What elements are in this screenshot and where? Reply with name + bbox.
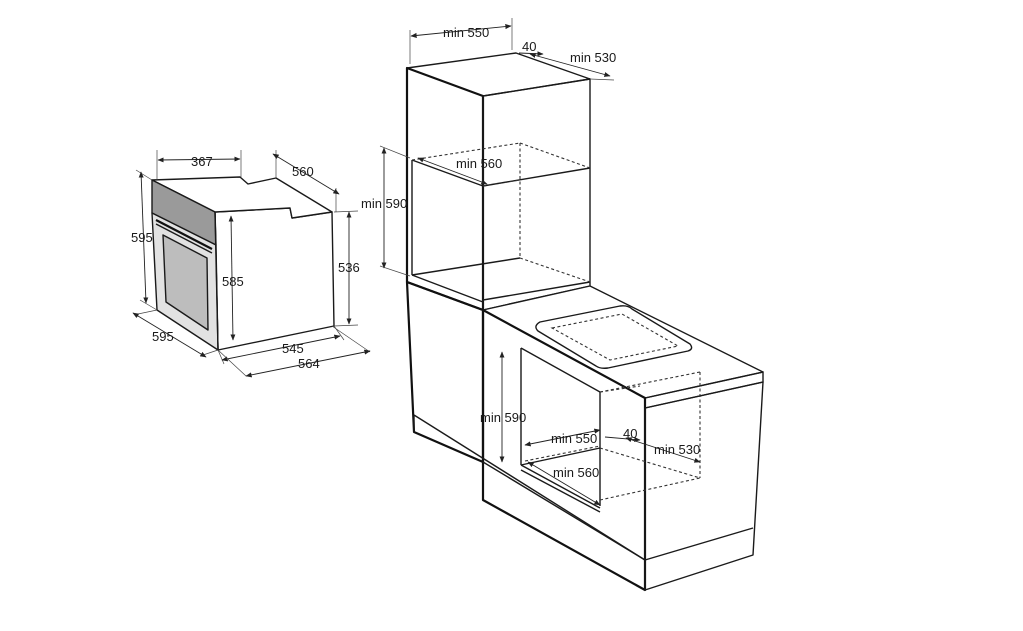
label-depth-total: 564 — [298, 356, 320, 371]
label-tall-depth: min 530 — [570, 50, 616, 65]
oven-drawing — [151, 176, 335, 351]
label-base-back-gap: 40 — [623, 426, 637, 441]
label-depth-top: 560 — [292, 164, 314, 179]
base-cabinet-labels: min 590 min 550 40 min 530 min 560 — [480, 410, 700, 480]
label-height-front: 595 — [131, 230, 153, 245]
oven-dimension-labels: 367 560 595 585 536 595 545 564 — [131, 154, 360, 371]
tall-cabinet-labels: min 550 40 min 530 min 560 min 590 — [361, 25, 616, 211]
oven-dimension-lines — [132, 150, 371, 378]
tall-cabinet-drawing — [405, 52, 591, 312]
label-width-front: 595 — [152, 329, 174, 344]
label-base-opening-height: min 590 — [480, 410, 526, 425]
label-tall-width: min 550 — [443, 25, 489, 40]
oven-window — [162, 234, 209, 331]
label-tall-opening-height: min 590 — [361, 196, 407, 211]
tall-cabinet-side — [482, 78, 591, 311]
tall-cabinet-top — [406, 52, 591, 97]
base-cabinet-side — [644, 381, 764, 591]
label-tall-inner-depth: min 560 — [456, 156, 502, 171]
hob-cutout — [535, 305, 693, 369]
label-tall-back-gap: 40 — [522, 39, 536, 54]
label-base-inner-depth: min 560 — [553, 465, 599, 480]
cabinet-dimension-lines — [379, 18, 701, 506]
label-top-width: 367 — [191, 154, 213, 169]
oven-handle — [155, 219, 213, 250]
label-base-depth: min 530 — [654, 442, 700, 457]
label-depth-body: 545 — [282, 341, 304, 356]
label-side-height: 536 — [338, 260, 360, 275]
label-base-width: min 550 — [551, 431, 597, 446]
label-body-height: 585 — [222, 274, 244, 289]
